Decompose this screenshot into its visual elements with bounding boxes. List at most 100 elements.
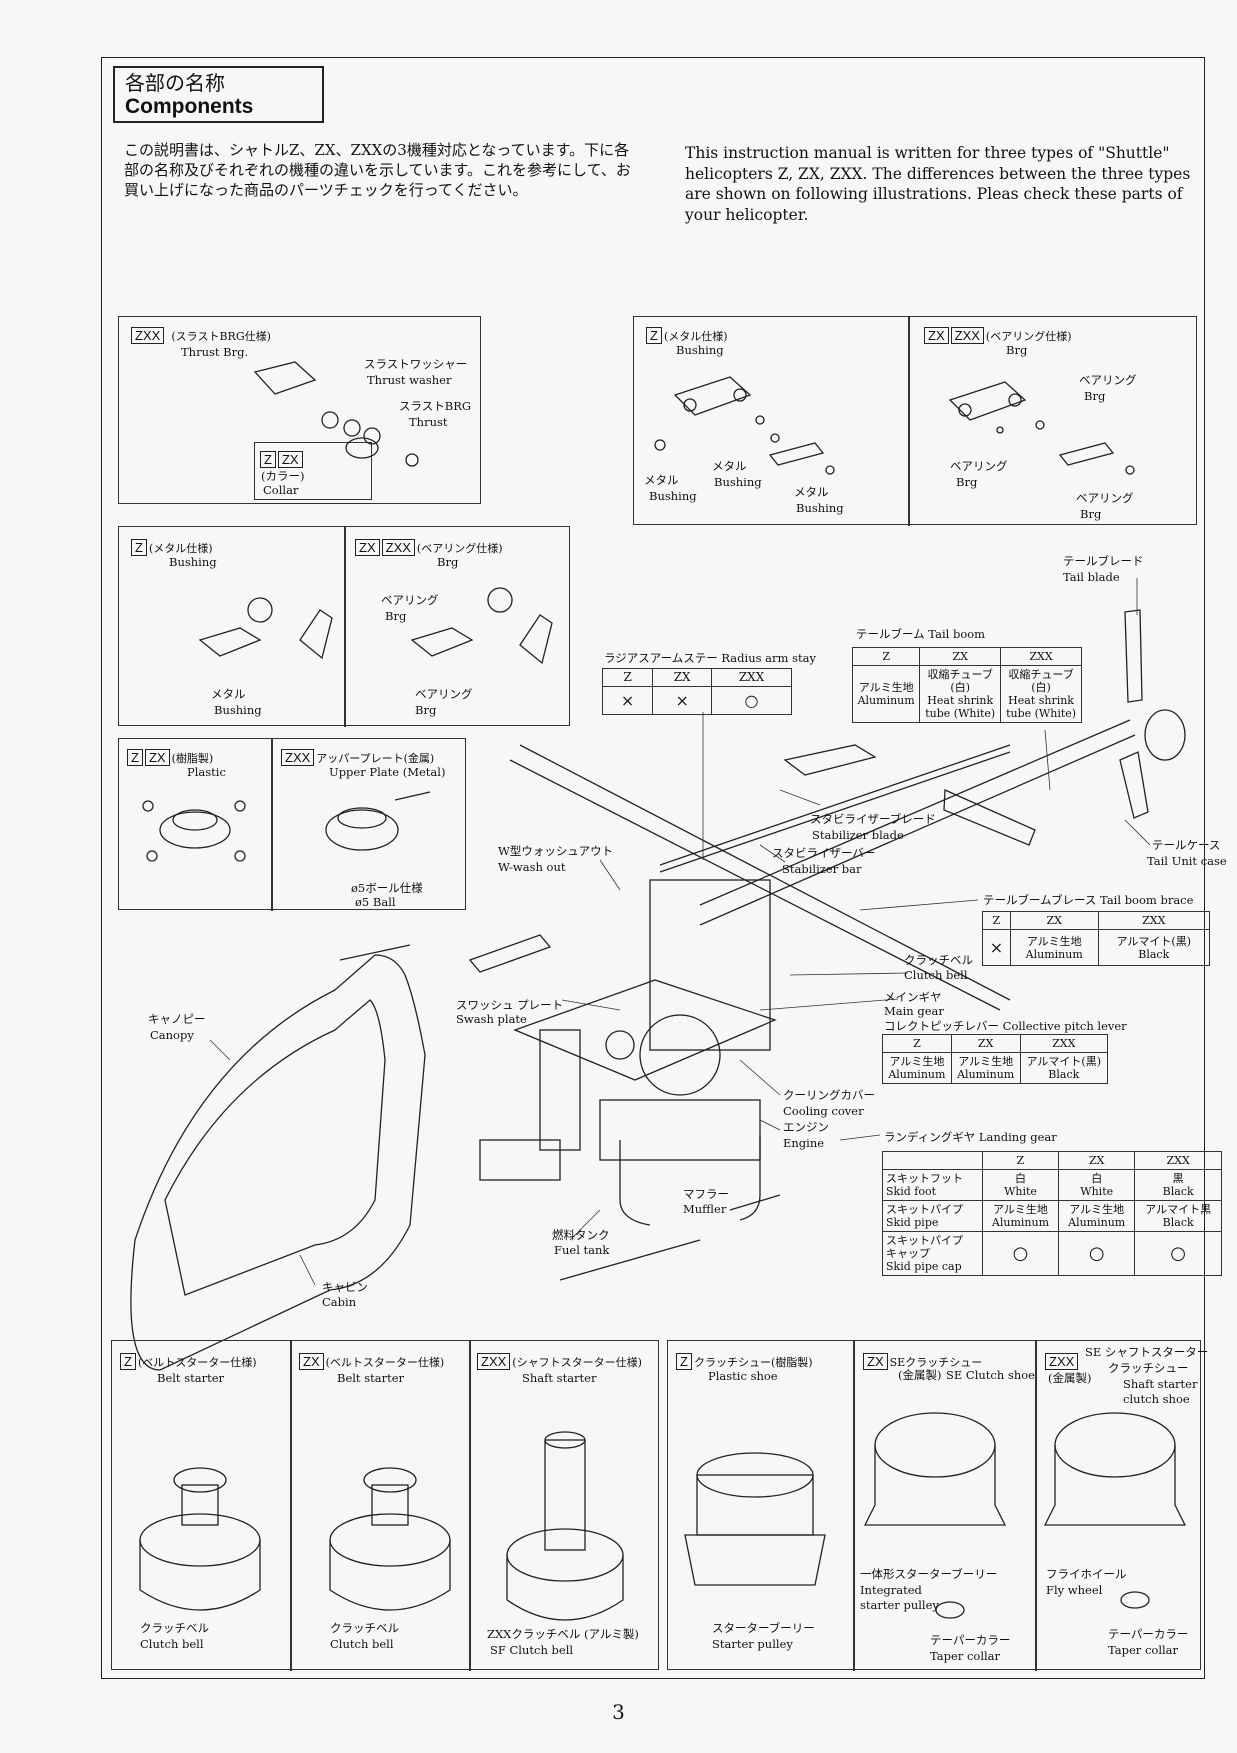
flywheel-en: Fly wheel bbox=[1046, 1583, 1103, 1597]
model-tag-z: Z bbox=[131, 539, 147, 556]
mixer-z-spec: (メタル仕様) bbox=[148, 542, 213, 555]
model-tag-zxx: ZXX bbox=[131, 327, 165, 344]
intro-japanese: この説明書は、シャトルZ、ZX、ZXXの3機種対応となっています。下に各部の名称… bbox=[124, 141, 631, 199]
page-number: 3 bbox=[612, 1700, 625, 1724]
thrust-brg-jp: スラストBRG bbox=[399, 399, 472, 413]
model-tag-zxx: ZXX bbox=[281, 749, 315, 766]
model-tag-zx: ZX bbox=[277, 451, 303, 468]
integrated-pulley-en: Integrated starter pulley bbox=[860, 1583, 939, 1612]
tail-boom-label: テールブーム Tail boom bbox=[856, 627, 986, 641]
clutch-spec-metal: (金属製) bbox=[898, 1368, 942, 1382]
title-japanese: 各部の名称 bbox=[125, 71, 225, 95]
clutch-spec-jp: クラッチシュー(樹脂製) bbox=[693, 1356, 813, 1369]
upper-plate-en: Upper Plate (Metal) bbox=[329, 765, 446, 779]
bearing-label-en: Brg bbox=[385, 609, 407, 623]
collar-jp: (カラー) bbox=[261, 469, 305, 483]
model-tag-z: Z bbox=[676, 1353, 692, 1370]
ball-spec-jp: ø5ボール仕様 bbox=[351, 881, 423, 895]
thrust-bearing-box: ZXX (スラストBRG仕様) Thrust Brg. スラストワッシャー Th… bbox=[118, 316, 481, 504]
starter-pulley-en: Starter pulley bbox=[712, 1637, 793, 1651]
head-z-spec-en: Bushing bbox=[676, 343, 724, 357]
clutch-bell-jp: クラッチベル bbox=[140, 1621, 209, 1635]
model-tag-zxx: ZXX bbox=[1045, 1353, 1079, 1370]
thrust-spec-en: Thrust Brg. bbox=[181, 345, 249, 359]
taper-collar-en: Taper collar bbox=[1108, 1643, 1179, 1657]
cooling-jp: クーリングカバー bbox=[783, 1088, 875, 1102]
model-tag-zxx: ZXX bbox=[477, 1353, 511, 1370]
metal-label-jp: メタル bbox=[644, 473, 679, 487]
head-zx-spec: (ベアリング仕様) bbox=[985, 330, 1072, 343]
model-tag-zx: ZX bbox=[924, 327, 949, 344]
swash-plate-jp: スワッシュ プレート bbox=[456, 998, 564, 1012]
intro-english: This instruction manual is written for t… bbox=[685, 144, 1191, 224]
taper-collar-en: Taper collar bbox=[930, 1649, 1001, 1663]
ball-spec-en: ø5 Ball bbox=[355, 895, 396, 909]
flywheel-jp: フライホイール bbox=[1046, 1567, 1127, 1581]
landing-gear-label: ランディングギヤ Landing gear bbox=[884, 1130, 1057, 1144]
model-tag-z: Z bbox=[120, 1353, 136, 1370]
page-frame bbox=[101, 57, 1205, 1679]
boom-brace-label: テールブームブレース Tail boom brace bbox=[983, 893, 1194, 907]
clutch-spec-shoe-jp: クラッチシュー bbox=[1108, 1361, 1189, 1375]
upper-plate-jp: アッパープレート(金属) bbox=[316, 752, 435, 765]
clutch-bell-jp: クラッチベル bbox=[330, 1621, 399, 1635]
mixer-zx-spec-en: Brg bbox=[437, 555, 459, 569]
stab-bar-jp: スタビライザーバー bbox=[772, 846, 876, 860]
bearing-label-jp: ベアリング bbox=[381, 593, 439, 607]
plastic-jp: (樹脂製) bbox=[171, 752, 214, 765]
metal-label-en: Bushing bbox=[649, 489, 697, 503]
metal-label-en: Bushing bbox=[796, 501, 844, 515]
model-tag-z: Z bbox=[646, 327, 662, 344]
cooling-en: Cooling cover bbox=[783, 1104, 864, 1118]
starter-spec-en: Belt starter bbox=[157, 1371, 225, 1385]
thrust-washer-jp: スラストワッシャー bbox=[364, 357, 468, 371]
mixer-zx-spec: (ベアリング仕様) bbox=[416, 542, 503, 555]
clutch-spec-en: Shaft starter clutch shoe bbox=[1123, 1377, 1198, 1406]
cabin-jp: キャビン bbox=[322, 1280, 368, 1294]
title-english: Components bbox=[125, 95, 254, 118]
clutch-bell-en: Clutch bell bbox=[904, 968, 968, 982]
head-bearing-box: Z(メタル仕様) Bushing メタル Bushing メタル Bushing… bbox=[633, 316, 1197, 526]
clutch-spec-en: Plastic shoe bbox=[708, 1369, 778, 1383]
metal-label-jp: メタル bbox=[794, 485, 829, 499]
clutch-bell-en: Clutch bell bbox=[140, 1637, 204, 1651]
mixer-z-spec-en: Bushing bbox=[169, 555, 217, 569]
sf-clutch-bell-en: SF Clutch bell bbox=[490, 1643, 574, 1657]
plastic-en: Plastic bbox=[187, 765, 226, 779]
metal-label-jp: メタル bbox=[211, 687, 246, 701]
bearing-label-en: Brg bbox=[1080, 507, 1102, 521]
clutch-bell-jp: クラッチベル bbox=[904, 953, 973, 967]
starter-spec-en: Shaft starter bbox=[522, 1371, 597, 1385]
swash-plate-en: Swash plate bbox=[456, 1012, 527, 1026]
thrust-brg-en: Thrust bbox=[409, 415, 448, 429]
bearing-label-en: Brg bbox=[956, 475, 978, 489]
muffler-jp: マフラー bbox=[683, 1187, 729, 1201]
bearing-label-jp: ベアリング bbox=[415, 687, 473, 701]
starter-group-box: Z(ベルトスターター仕様) Belt starter クラッチベル Clutch… bbox=[111, 1340, 659, 1671]
integrated-pulley-jp: 一体形スターターブーリー bbox=[860, 1567, 998, 1581]
wwash-jp: W型ウォッシュアウト bbox=[498, 844, 614, 858]
taper-collar-jp: テーパーカラー bbox=[930, 1633, 1011, 1647]
tail-blade-jp: テールブレード bbox=[1063, 554, 1144, 568]
canopy-en: Canopy bbox=[150, 1028, 194, 1042]
clutch-spec-en: SE Clutch shoe bbox=[946, 1368, 1035, 1382]
main-gear-jp: メインギヤ bbox=[884, 990, 942, 1004]
engine-en: Engine bbox=[783, 1136, 825, 1150]
clutch-spec-metal: (金属製) bbox=[1048, 1371, 1092, 1385]
cabin-en: Cabin bbox=[322, 1295, 357, 1309]
tail-case-en: Tail Unit case bbox=[1147, 854, 1227, 868]
model-tag-zxx: ZXX bbox=[381, 539, 415, 556]
clutch-bell-en: Clutch bell bbox=[330, 1637, 394, 1651]
stab-bar-en: Stabilizer bar bbox=[782, 862, 862, 876]
clutch-spec-jp: SEクラッチシュー bbox=[889, 1356, 983, 1369]
model-tag-zx: ZX bbox=[144, 749, 170, 766]
stab-blade-jp: スタビライザーブレード bbox=[810, 812, 936, 826]
